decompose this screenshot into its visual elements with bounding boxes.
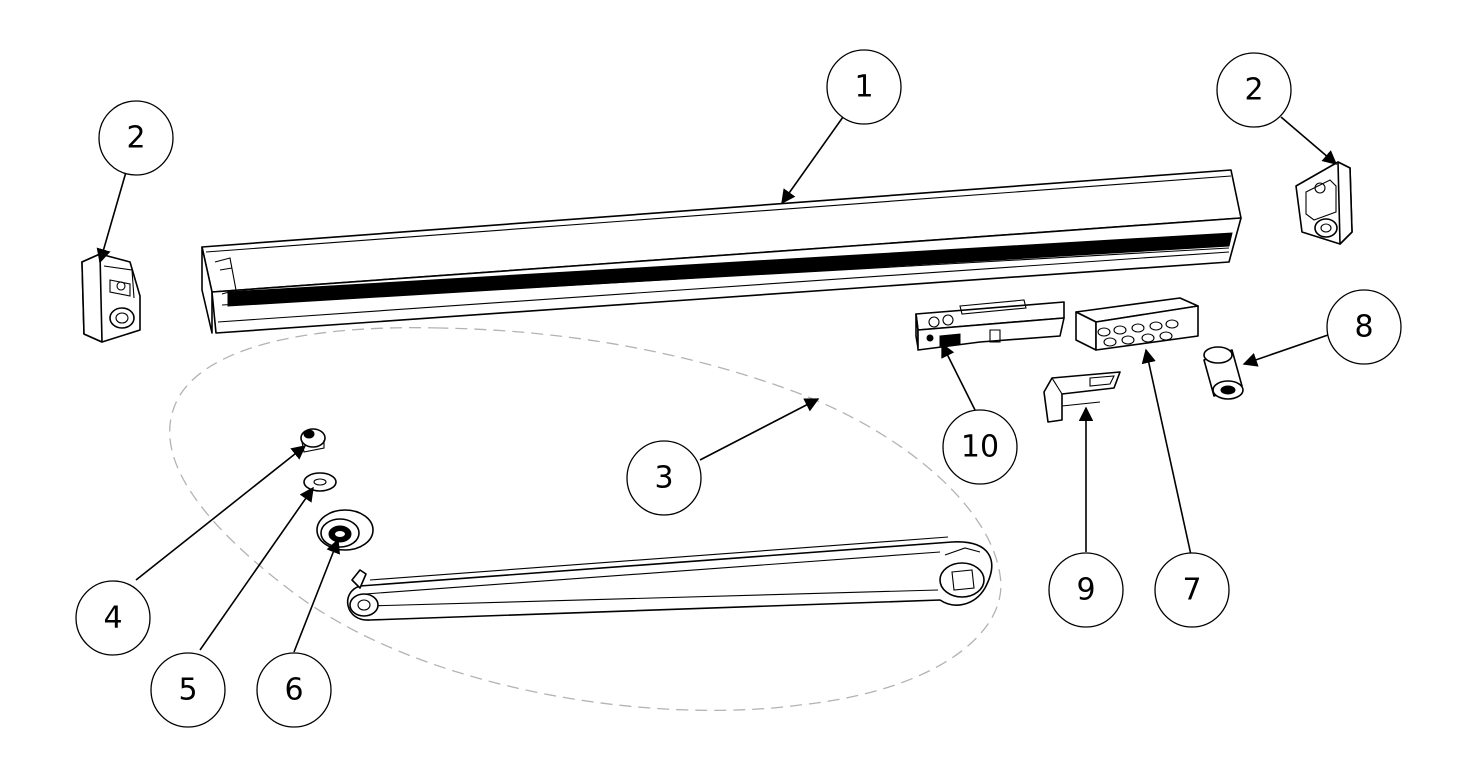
balloon-9-label: 9 [1076, 573, 1095, 608]
leader-8 [1242, 334, 1329, 367]
leader-2-left [96, 171, 127, 264]
balloon-8: 8 [1326, 289, 1402, 365]
leader-6 [293, 538, 340, 653]
part-8-bushing [1203, 346, 1244, 400]
balloon-4: 4 [75, 580, 151, 656]
balloon-10: 10 [942, 409, 1018, 485]
part-5-washer [303, 472, 337, 492]
part-6-roller-bearing [316, 509, 374, 551]
balloon-1: 1 [826, 49, 902, 125]
balloon-4-label: 4 [103, 601, 122, 636]
leader-lines [96, 116, 1338, 653]
part-10-slider-block [915, 299, 1065, 351]
leader-10 [941, 342, 976, 411]
balloon-1-label: 1 [854, 70, 873, 105]
balloon-2-left: 2 [98, 100, 174, 176]
balloon-2-right-label: 2 [1244, 73, 1263, 108]
leader-7 [1141, 348, 1192, 556]
part-1-rail-body [201, 169, 1242, 334]
balloon-10-label: 10 [961, 430, 999, 465]
balloon-8-label: 8 [1354, 310, 1373, 345]
part-2-right-end-cap [1295, 161, 1353, 245]
leader-1 [781, 116, 844, 205]
part-7-holed-block [1075, 297, 1199, 351]
balloon-7: 7 [1154, 552, 1230, 628]
part-9-bracket [1043, 371, 1121, 423]
part-3-arm [346, 536, 993, 621]
balloon-2-right: 2 [1216, 52, 1292, 128]
leader-5 [199, 486, 314, 651]
balloon-6-label: 6 [284, 673, 303, 708]
balloon-7-label: 7 [1182, 573, 1201, 608]
balloon-5-label: 5 [178, 673, 197, 708]
leader-2-right [1280, 116, 1338, 165]
balloon-2-left-label: 2 [126, 121, 145, 156]
balloon-3: 3 [626, 440, 702, 516]
leader-3 [699, 398, 820, 461]
balloon-5: 5 [150, 652, 226, 728]
balloon-6: 6 [256, 652, 332, 728]
balloon-3-label: 3 [654, 461, 673, 496]
leader-4 [135, 445, 307, 581]
balloon-9: 9 [1048, 552, 1124, 628]
part-4-nut [300, 428, 326, 453]
part-2-left-end-cap [81, 253, 141, 343]
arm-assembly-dashed-outline [169, 327, 1002, 712]
